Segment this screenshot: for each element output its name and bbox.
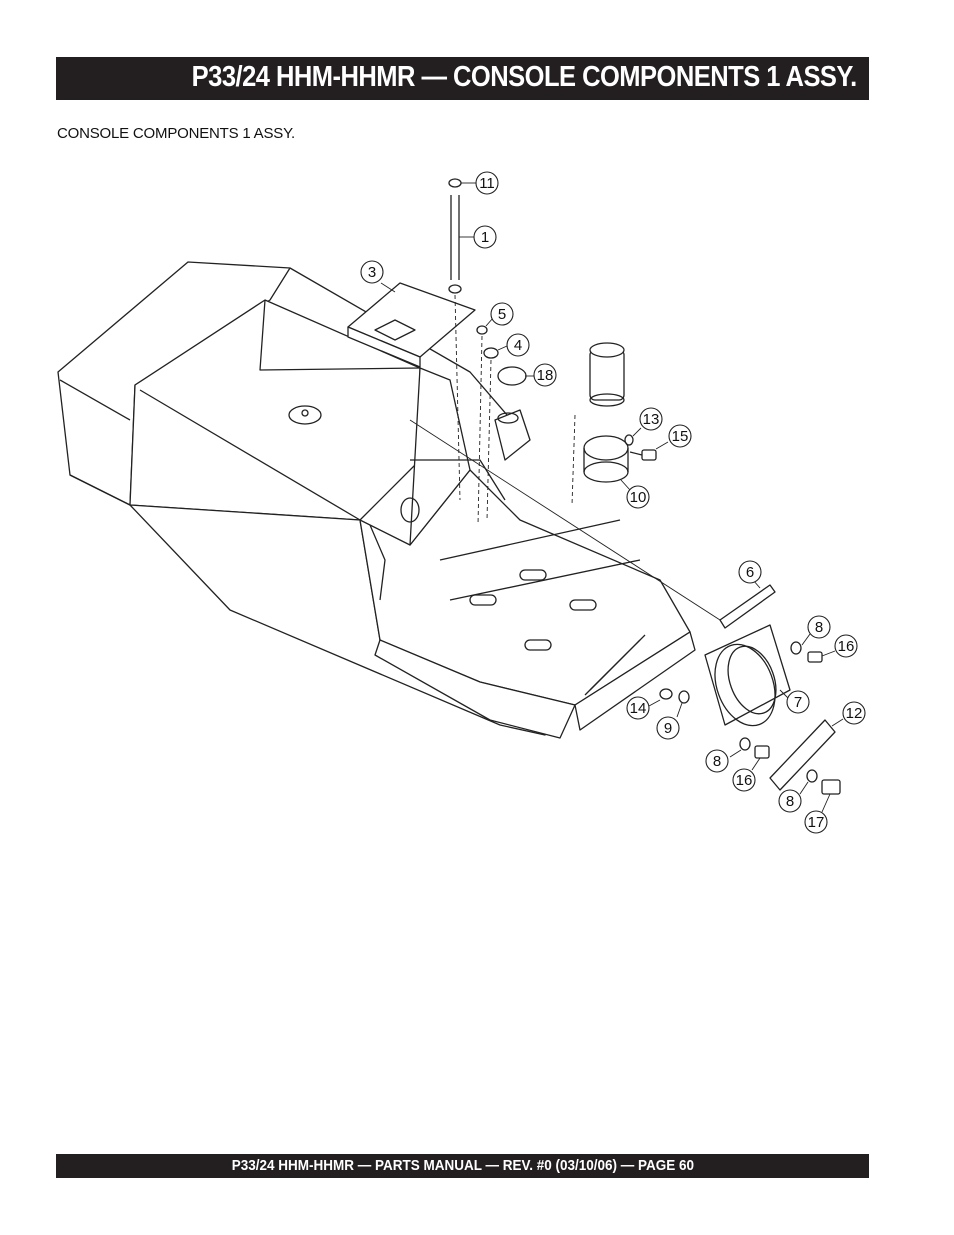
callout-balloon: [807, 615, 831, 639]
callout-number: 16: [736, 772, 753, 789]
callout-balloon: [778, 789, 802, 813]
clamp-part-10: [571, 414, 629, 506]
console-body-drawing: [57, 261, 696, 739]
callout-balloon: [842, 701, 866, 725]
callout-balloon: [490, 302, 514, 326]
callout-balloon: [360, 260, 384, 284]
callout-number: 11: [479, 175, 495, 192]
washer-part-9: [678, 690, 690, 704]
callout-number: 8: [815, 619, 823, 636]
exploded-parts-diagram: 11 1 3 5 4 18 13 15 10 6 8 16 7 12 14 9 …: [57, 171, 866, 834]
rod-part-6: [409, 419, 776, 629]
callout-number: 17: [808, 814, 825, 831]
washer-part-13: [624, 434, 634, 446]
callout-number: 16: [838, 638, 855, 655]
callout-number: 9: [664, 720, 672, 737]
washer-part-8a: [790, 641, 802, 655]
footer-text: P33/24 HHM-HHMR — PARTS MANUAL — REV. #0…: [231, 1157, 694, 1174]
washer-part-8c: [806, 769, 818, 783]
callout-number: 5: [498, 306, 506, 323]
callout-balloon: [786, 690, 810, 714]
callout-balloon: [626, 485, 650, 509]
callout-balloon: [738, 560, 762, 584]
callout-balloon: [639, 407, 663, 431]
callout-number: 8: [786, 793, 794, 810]
callout-balloon: [475, 171, 499, 195]
bracket-part-12: [769, 719, 836, 791]
callout-balloon: [834, 634, 858, 658]
callout-number: 3: [368, 264, 376, 281]
grommet-part-5: [476, 325, 488, 335]
cover-plate-part-3: [347, 282, 476, 368]
callout-balloon: [626, 696, 650, 720]
filter-canister: [589, 342, 625, 407]
callout-number: 1: [481, 229, 489, 246]
callout-number: 14: [630, 700, 647, 717]
callout-number: 7: [794, 694, 802, 711]
page-title: P33/24 HHM-HHMR — CONSOLE COMPONENTS 1 A…: [192, 61, 858, 93]
bolt-part-16b: [754, 745, 770, 759]
callout-number: 8: [713, 753, 721, 770]
callout-number: 18: [537, 367, 554, 384]
callout-balloon: [473, 225, 497, 249]
callout-number: 13: [643, 411, 660, 428]
adapter-ring-part-7: [704, 624, 791, 727]
bolt-part-16a: [807, 651, 823, 663]
callout-balloon: [656, 716, 680, 740]
callout-balloon: [804, 810, 828, 834]
figure-caption: CONSOLE COMPONENTS 1 ASSY.: [57, 125, 295, 142]
callout-number: 12: [846, 705, 863, 722]
callout-number: 6: [746, 564, 754, 581]
nut-part-14: [659, 688, 673, 700]
callout-number: 10: [630, 489, 647, 506]
grommet-part-4: [483, 347, 499, 359]
callout-balloon: [668, 424, 692, 448]
callout-balloon: [506, 333, 530, 357]
callout-balloon: [705, 749, 729, 773]
seal-ring-part-18: [497, 366, 527, 386]
dipstick-tube-part-1: [448, 178, 462, 501]
page-header-bar: P33/24 HHM-HHMR — CONSOLE COMPONENTS 1 A…: [56, 57, 869, 100]
page-footer-bar: P33/24 HHM-HHMR — PARTS MANUAL — REV. #0…: [56, 1154, 869, 1178]
callout-balloon: [732, 768, 756, 792]
callout-number: 15: [672, 428, 689, 445]
callout-number: 4: [514, 337, 522, 354]
bolt-part-15: [629, 449, 657, 461]
callout-balloon: [533, 363, 557, 387]
washer-part-8b: [739, 737, 751, 751]
bolt-part-17: [821, 779, 841, 795]
